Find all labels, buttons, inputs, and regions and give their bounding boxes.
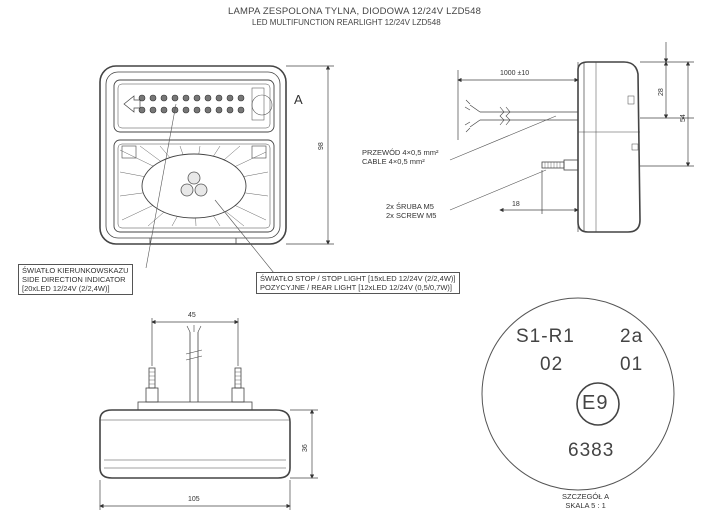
- dim-98: 98: [318, 142, 325, 150]
- bottom-view: [99, 325, 291, 479]
- dim-cable-length: 1000 ±10: [500, 70, 530, 77]
- detail-code-3: 02: [540, 354, 564, 375]
- title-line-1: LAMPA ZESPOLONA TYLNA, DIODOWA 12/24V LZ…: [228, 6, 482, 17]
- dim-36: 36: [302, 444, 309, 452]
- detail-a-label: A: [294, 92, 303, 107]
- dim-98-lines: [286, 65, 334, 245]
- stop-callout-line2: POZYCYJNE / REAR LIGHT [12xLED 12/24V (0…: [260, 283, 453, 292]
- indicator-window: [113, 79, 275, 133]
- bottom-housing-outline: [99, 409, 291, 479]
- stop-light-window: [113, 139, 275, 233]
- dim-45: 45: [188, 312, 196, 319]
- dim-105: 105: [188, 496, 200, 503]
- detail-code-1: S1-R1: [516, 326, 575, 347]
- detail-a-marker: [251, 94, 273, 116]
- corner-lens-tl: [121, 145, 137, 159]
- screw-label-en: 2x SCREW M5: [386, 211, 437, 220]
- side-housing-outline: [577, 61, 641, 233]
- cable-label-pl: PRZEWÓD 4×0,5 mm²: [362, 148, 439, 157]
- stop-callout-line1: ŚWIATŁO STOP / STOP LIGHT [15xLED 12/24V…: [260, 274, 456, 283]
- detail-caption: SZCZEGÓŁ A SKALA 5 : 1: [562, 492, 609, 510]
- center-lens-ellipse: [141, 153, 247, 219]
- side-screw-nut: [563, 159, 579, 171]
- screw-label: 2x ŚRUBA M5 2x SCREW M5: [386, 202, 436, 220]
- title-line-2: LED MULTIFUNCTION REARLIGHT 12/24V LZD54…: [252, 18, 441, 27]
- detail-code-2: 2a: [620, 326, 644, 347]
- indicator-callout-pl: ŚWIATŁO KIERUNKOWSKAZU: [22, 266, 129, 275]
- indicator-window-inner: [117, 83, 271, 129]
- indicator-callout: ŚWIATŁO KIERUNKOWSKAZU SIDE DIRECTION IN…: [18, 264, 133, 295]
- cable-label-en: CABLE 4×0,5 mm²: [362, 157, 425, 166]
- e-mark: E9: [582, 392, 609, 414]
- dim-18: 18: [512, 201, 520, 208]
- indicator-callout-spec: [20xLED 12/24V (2/2,4W)]: [22, 284, 110, 293]
- front-housing-inner: [105, 71, 281, 239]
- screw-label-pl: 2x ŚRUBA M5: [386, 202, 434, 211]
- cable-label: PRZEWÓD 4×0,5 mm² CABLE 4×0,5 mm²: [362, 148, 438, 166]
- approval-number: 6383: [568, 440, 615, 461]
- stop-light-window-inner: [117, 143, 271, 229]
- dim-54: 54: [680, 114, 687, 122]
- front-view: [99, 65, 287, 245]
- front-housing-outline: [99, 65, 287, 245]
- indicator-arrow-emboss: [123, 95, 141, 113]
- bottom-screw-left: [145, 387, 159, 403]
- corner-lens-tr: [251, 145, 267, 159]
- indicator-callout-en: SIDE DIRECTION INDICATOR: [22, 275, 126, 284]
- bottom-dims: [99, 318, 318, 510]
- stop-callout: ŚWIATŁO STOP / STOP LIGHT [15xLED 12/24V…: [256, 272, 460, 294]
- detail-code-4: 01: [620, 354, 644, 375]
- side-view: [464, 61, 641, 233]
- e-mark-circle: [576, 382, 620, 426]
- front-leaders: [145, 103, 279, 279]
- center-emblem: [180, 171, 208, 197]
- detail-a-circle: [481, 297, 675, 491]
- dim-28: 28: [658, 88, 665, 96]
- detail-caption-pl: SZCZEGÓŁ A: [562, 492, 610, 501]
- indicator-led-row: [138, 94, 245, 114]
- side-screw-shank: [541, 161, 565, 169]
- side-dims: [449, 42, 694, 232]
- detail-caption-scale: SKALA 5 : 1: [565, 501, 606, 510]
- bottom-screw-right: [231, 387, 245, 403]
